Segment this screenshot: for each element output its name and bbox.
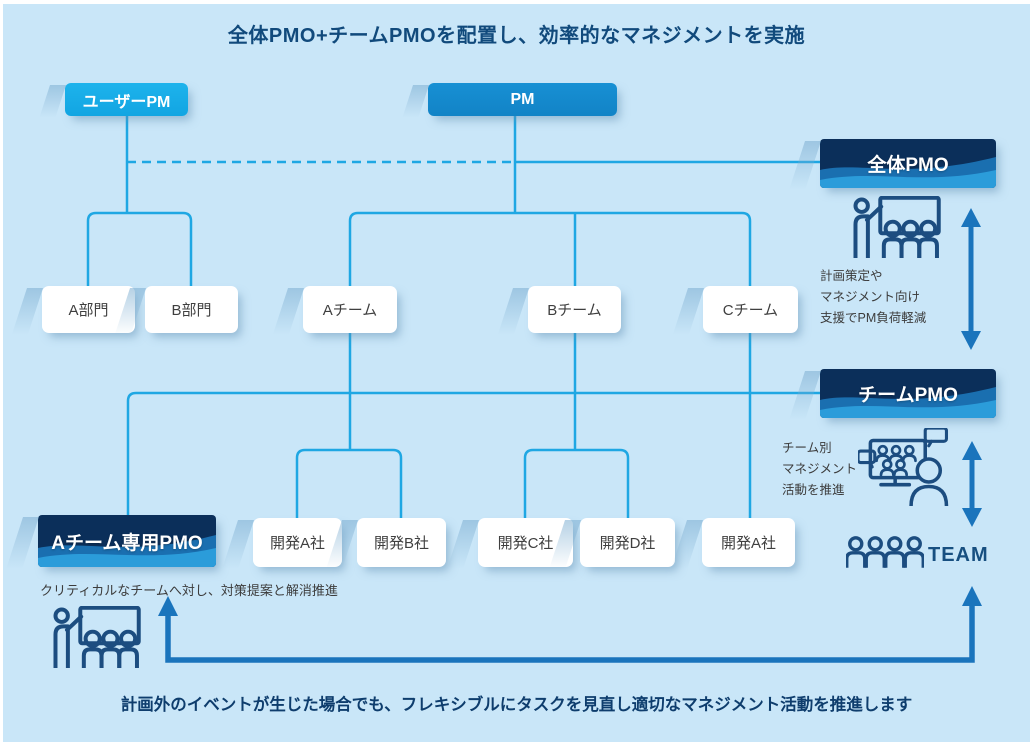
node-dev-b-label: 開発B社 [373, 535, 429, 552]
overall-pmo-note-line3: 支援でPM負荷軽減 [820, 311, 927, 325]
node-pm: PM [428, 83, 617, 116]
node-dev-d: 開発D社 [580, 518, 675, 567]
team-members-icon [846, 536, 924, 568]
overall-pmo-note: 計画策定や マネジメント向け 支援でPM負荷軽減 [820, 266, 970, 329]
bottom-note: 計画外のイベントが生じた場合でも、フレキシブルにタスクを見直し適切なマネジメント… [120, 696, 913, 714]
node-team-b: Bチーム [528, 286, 621, 333]
node-pm-label: PM [510, 90, 535, 108]
diagram-title: 全体PMO+チームPMOを配置し、効率的なマネジメントを実施 [227, 25, 806, 47]
node-dev-a2-label: 開発A社 [720, 535, 776, 552]
node-team-pmo-label: チームPMO [858, 385, 958, 406]
pmo-wave-decoration [820, 369, 996, 418]
node-team-a: Aチーム [303, 286, 397, 333]
node-dept-a-label: A部門 [68, 302, 109, 319]
a-team-pmo-note: クリティカルなチームへ対し、対策提案と解消推進 [40, 583, 338, 598]
feedback-loop-arrow [158, 586, 982, 663]
presentation-icon [852, 196, 944, 258]
pmo-wave-decoration [38, 515, 216, 567]
node-team-pmo: チームPMO [820, 369, 996, 418]
node-team-c: Cチーム [703, 286, 798, 333]
node-dev-a2: 開発A社 [702, 518, 795, 567]
overall-pmo-note-line2: マネジメント向け [820, 290, 921, 304]
team-pmo-note: チーム別 マネジメント 活動を推進 [782, 438, 872, 501]
video-meeting-icon [858, 428, 950, 506]
node-dept-b-label: B部門 [171, 302, 212, 319]
node-dev-a1-label: 開発A社 [269, 535, 325, 552]
node-dev-b: 開発B社 [357, 518, 446, 567]
node-dept-b: B部門 [145, 286, 238, 333]
team-label: TEAM [928, 544, 989, 566]
node-a-team-pmo: Aチーム専用PMO [38, 515, 216, 567]
node-team-a-label: Aチーム [322, 302, 378, 319]
node-dev-c-label: 開発C社 [497, 535, 554, 552]
node-team-b-label: Bチーム [547, 302, 602, 319]
overall-pmo-note-line1: 計画策定や [820, 269, 883, 283]
double-arrow-overall-pmo [961, 208, 981, 350]
node-overall-pmo: 全体PMO [820, 139, 996, 188]
node-user-pm-label: ユーザーPM [82, 93, 171, 111]
presentation-icon [52, 606, 144, 668]
team-pmo-note-line3: 活動を推進 [782, 483, 845, 497]
node-dev-a1: 開発A社 [253, 518, 342, 567]
node-overall-pmo-label: 全体PMO [867, 155, 949, 176]
pmo-wave-decoration [820, 139, 996, 188]
node-user-pm: ユーザーPM [65, 83, 188, 116]
team-pmo-note-line1: チーム別 [782, 441, 832, 455]
node-dev-d-label: 開発D社 [599, 535, 656, 552]
node-a-team-pmo-label: Aチーム専用PMO [51, 532, 203, 554]
node-team-c-label: Cチーム [722, 302, 779, 319]
team-pmo-note-line2: マネジメント [782, 462, 858, 476]
double-arrow-team-pmo [962, 441, 982, 527]
